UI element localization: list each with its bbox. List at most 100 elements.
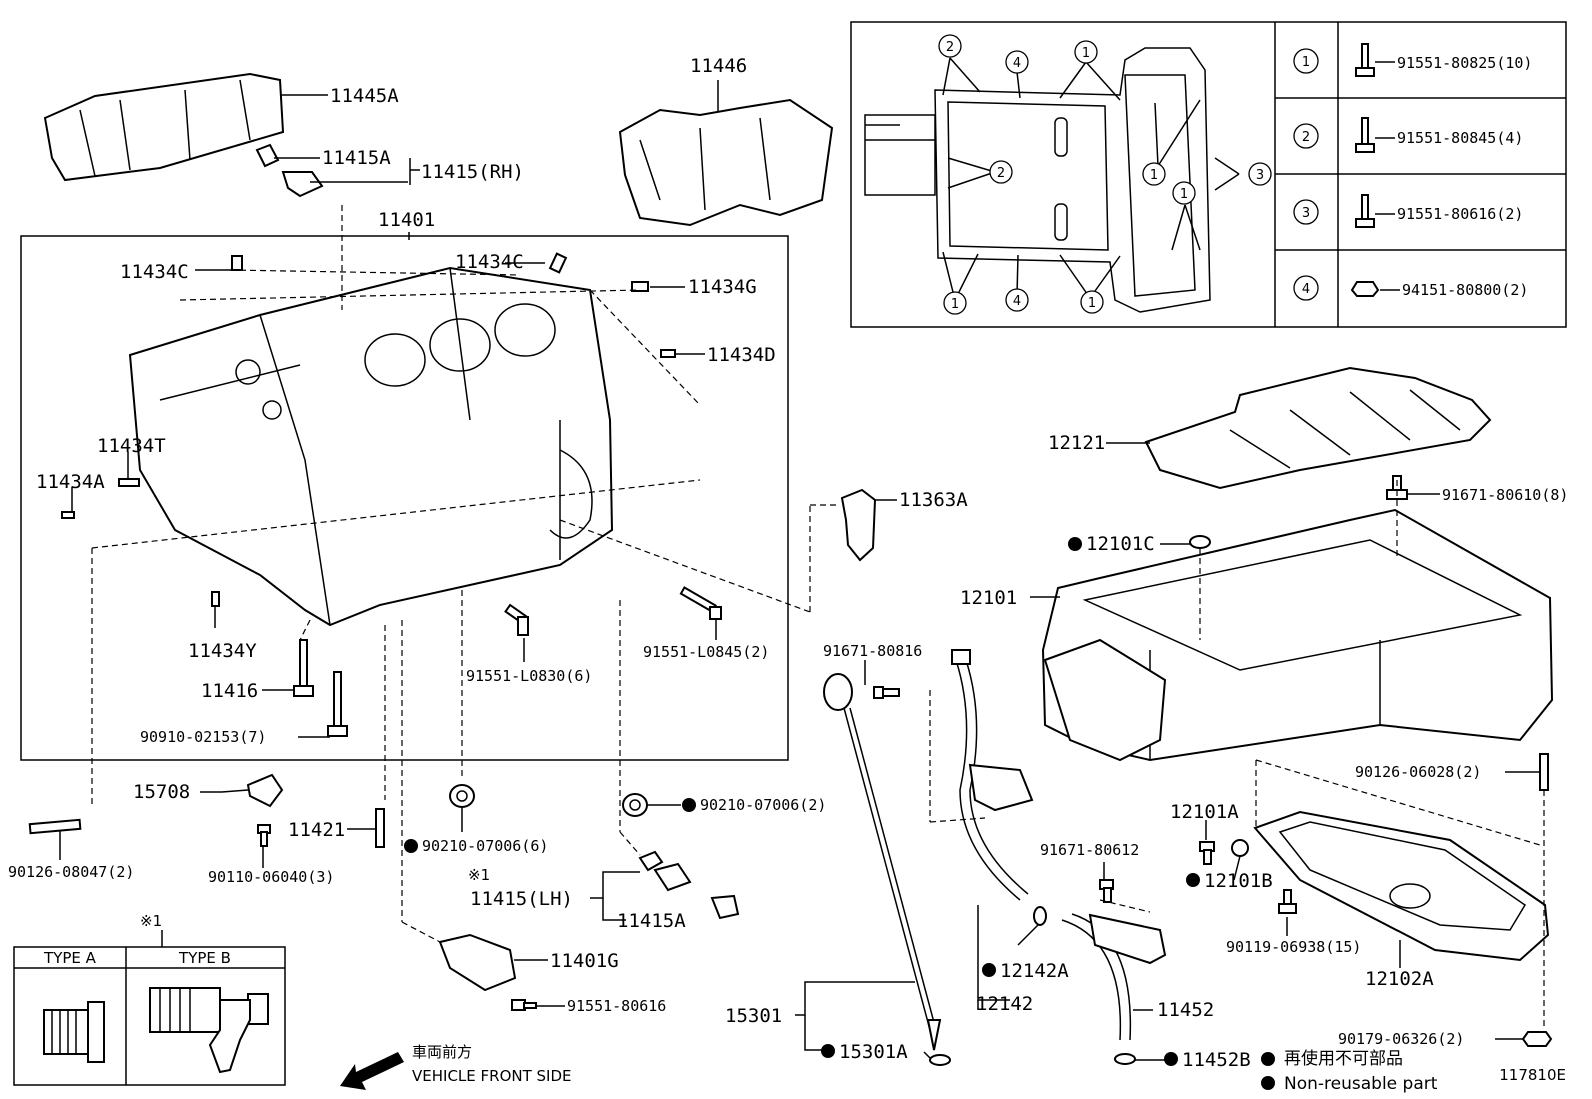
type-table-note: ※1 [140, 912, 162, 930]
bolt-table: 1 2 3 4 91551-80825(10) 91551-80845(4) 9… [1293, 43, 1532, 301]
label-11452: 11452 [1157, 999, 1214, 1021]
label-11434G: 11434G [688, 276, 757, 298]
stud-90126-06028 [1539, 753, 1549, 791]
label-90126-08047: 90126-08047(2) [8, 863, 134, 881]
svg-text:2: 2 [997, 166, 1005, 181]
nut-90179 [1521, 1031, 1553, 1047]
part-labels: 11445A 11415A 11415(RH) 11446 11401 1143… [8, 55, 1568, 1071]
type-a-header: TYPE A [43, 949, 97, 967]
svg-text:1: 1 [1082, 46, 1090, 61]
non-reusable-dot-12142A [982, 963, 996, 977]
label-12101C: 12101C [1086, 533, 1155, 555]
legend-dot-jp [1261, 1052, 1275, 1066]
label-11434A: 11434A [36, 471, 105, 493]
label-11401: 11401 [378, 209, 435, 231]
svg-text:1: 1 [1180, 187, 1188, 202]
bolt-pattern-inset: 2 4 1 2 1 1 3 1 4 1 1 2 3 4 [850, 21, 1567, 328]
label-15301: 15301 [725, 1005, 782, 1027]
dipstick-15301 [823, 673, 942, 1051]
bolt-90110 [257, 824, 271, 847]
drain-plug-12101A [1199, 841, 1215, 865]
label-11445A: 11445A [330, 85, 399, 107]
bolt-91551-L0830 [504, 603, 529, 636]
type-b-header: TYPE B [178, 949, 231, 967]
label-11434T: 11434T [97, 435, 166, 457]
label-90910-02153: 90910-02153(7) [140, 728, 266, 746]
gasket-12101B [1231, 839, 1249, 857]
bolt-icon [1355, 43, 1375, 228]
nut-icon [1350, 281, 1380, 297]
svg-text:1: 1 [1150, 168, 1158, 183]
label-11401G: 11401G [550, 950, 619, 972]
bolt-table-part-4: 94151-80800(2) [1402, 281, 1528, 299]
label-11415LH: 11415(LH) [470, 888, 573, 910]
label-90210-07006-2: 90210-07006(2) [700, 796, 826, 814]
label-11434C-b: 11434C [455, 251, 524, 273]
o-ring-12142A [1033, 906, 1047, 926]
label-90179-06326: 90179-06326(2) [1338, 1030, 1464, 1048]
svg-text:2: 2 [946, 40, 954, 55]
alignment-lines [91, 205, 1545, 1030]
svg-text:1: 1 [951, 297, 959, 312]
label-90110-06040: 90110-06040(3) [208, 868, 334, 886]
insulator-11446 [618, 98, 834, 227]
baffle-plate-12121 [1144, 366, 1492, 490]
insulator-11445A [43, 72, 285, 182]
label-11415A-bottom: 11415A [617, 910, 686, 932]
dowel-pins [61, 252, 676, 607]
label-91671-80610: 91671-80610(8) [1442, 486, 1568, 504]
bolts-11416 [293, 639, 348, 737]
oil-strainer-11452 [1061, 913, 1167, 1041]
non-reusable-dot-12101B [1186, 873, 1200, 887]
bolt-table-part-3: 91551-80616(2) [1397, 205, 1523, 223]
bolt-91671-80612 [1099, 879, 1114, 903]
bolt-table-num-4: 4 [1302, 282, 1310, 297]
dipstick-guide-12142 [951, 649, 1034, 901]
bolt-table-part-1: 91551-80825(10) [1397, 54, 1532, 72]
non-reusable-dot-12101C [1068, 537, 1082, 551]
non-reusable-dot-11452B [1164, 1052, 1178, 1066]
label-11434C-a: 11434C [120, 261, 189, 283]
label-12101: 12101 [960, 587, 1017, 609]
label-90126-06028: 90126-06028(2) [1355, 763, 1481, 781]
label-91671-80612: 91671-80612 [1040, 841, 1139, 859]
vehicle-front-indicator: 車両前方 VEHICLE FRONT SIDE [340, 1043, 572, 1090]
gasket-11452B [1114, 1053, 1136, 1065]
type-a-plug-icon [43, 1001, 105, 1063]
label-12102A: 12102A [1365, 968, 1434, 990]
label-11434D: 11434D [707, 344, 776, 366]
legend-dot-en [1261, 1076, 1275, 1090]
plug-11401G [438, 933, 517, 992]
type-b-plug-icon [149, 987, 269, 1074]
label-91671-80816: 91671-80816 [823, 642, 922, 660]
label-12142A: 12142A [1000, 960, 1069, 982]
bracket-15708 [221, 773, 284, 808]
label-15708: 15708 [133, 781, 190, 803]
oil-pan-upper-12101 [1041, 508, 1554, 762]
label-11415RH: 11415(RH) [421, 161, 524, 183]
leader-lines [59, 80, 1540, 1061]
bolt-91671-80816 [873, 686, 900, 699]
label-91551-L0830: 91551-L0830(6) [466, 667, 592, 685]
label-11416: 11416 [201, 680, 258, 702]
plug-11415A-top [255, 143, 324, 198]
bolt-table-part-2: 91551-80845(4) [1397, 129, 1523, 147]
label-90119-06938: 90119-06938(15) [1226, 938, 1361, 956]
stud-11421 [375, 808, 385, 848]
plug-11415LH [638, 850, 740, 920]
front-arrow-icon [340, 1052, 404, 1090]
non-reusable-dot-90210-6 [404, 839, 418, 853]
label-11434Y: 11434Y [188, 640, 257, 662]
svg-text:1: 1 [1088, 296, 1096, 311]
label-note-1: ※1 [468, 866, 490, 884]
bracket-11363A [840, 488, 877, 562]
legend: 再使用不可部品 Non-reusable part [1261, 1048, 1438, 1094]
front-label-en: VEHICLE FRONT SIDE [412, 1067, 572, 1085]
bolt-91551-80616 [511, 999, 537, 1011]
bolt-table-num-3: 3 [1302, 206, 1310, 221]
non-reusable-dot-15301A [821, 1044, 835, 1058]
non-reusable-dot-90210-2 [682, 798, 696, 812]
label-11421: 11421 [288, 819, 345, 841]
label-90210-07006-6: 90210-07006(6) [422, 837, 548, 855]
